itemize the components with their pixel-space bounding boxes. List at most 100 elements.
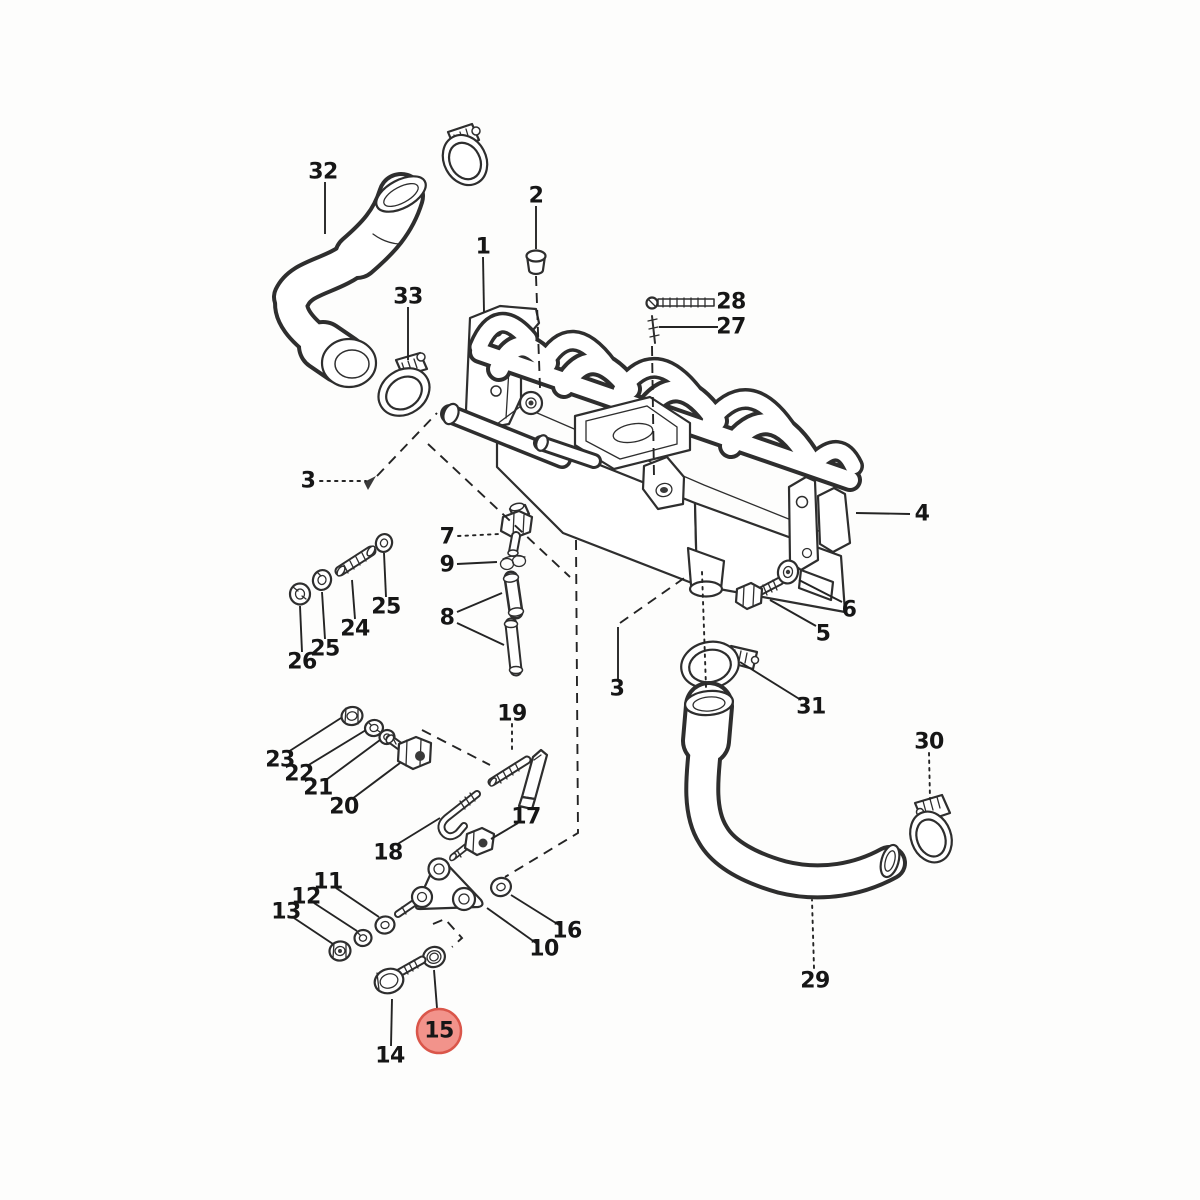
construction-line [376,412,438,477]
leader-line-20 [351,762,401,800]
highlight-circle-part-15 [415,1007,463,1055]
part-label-21: 21 [303,776,333,801]
part-4-exhaust-manifold [440,311,864,614]
part-label-14: 14 [375,1044,405,1069]
part-label-10: 10 [529,937,559,962]
construction-line [651,345,655,478]
leader-line-7 [457,533,501,537]
part-23-nut [340,705,364,727]
part-11-washer [374,915,396,935]
part-14-bolt [373,955,427,995]
part-9-wire-clamp [499,554,527,571]
leader-line-1 [482,256,485,313]
construction-line [421,729,491,766]
leader-line-22 [306,729,367,767]
leader-line-4 [855,512,911,515]
leader-line-10 [486,907,537,944]
construction-line [619,573,691,624]
part-label-33: 33 [393,285,423,310]
leader-line-25-left [321,591,326,640]
part-20-fitting [385,734,433,771]
part-7-fitting [499,502,534,557]
part-label-22: 22 [284,762,314,787]
part-31-hose-clamp [680,640,760,690]
leader-line-30 [928,752,931,800]
part-16-washer [489,876,513,898]
part-10-bracket [394,857,484,918]
part-label-20: 20 [329,795,359,820]
leader-line-21 [325,739,381,781]
leader-line-31 [739,661,802,701]
part-15-washer [422,945,446,969]
leader-line-14 [390,998,393,1047]
part-label-1: 1 [476,235,491,260]
part-19-pin-and-bracket [487,748,549,811]
part-24-stud [334,545,377,577]
part-label-27: 27 [716,315,746,340]
part-label-23: 23 [265,748,295,773]
part-26-lock-washer [288,582,312,606]
leader-line-29 [811,899,815,969]
leader-line-23 [287,717,342,753]
part-label-3-upper: 3 [301,469,316,494]
leader-lines-layer [287,182,931,1047]
part-27-dowel-pin [647,315,660,344]
part-25-washer-left [311,568,333,592]
construction-line [504,539,579,878]
leader-line-15 [433,969,438,1009]
part-label-6: 6 [842,598,857,623]
part-label-30: 30 [914,730,944,755]
part-5-bolt [734,576,785,611]
part-label-19: 19 [497,702,527,727]
part-label-17: 17 [511,805,541,830]
part-label-3-lower: 3 [610,677,625,702]
part-label-25-left: 25 [310,637,340,662]
leader-arrowhead [364,476,376,490]
part-29-exhaust-elbow-hose [681,681,907,900]
leader-line-16 [510,894,560,926]
part-label-5: 5 [816,622,831,647]
leader-line-8 [456,592,503,613]
part-label-8: 8 [440,606,455,631]
part-label-16: 16 [552,919,582,944]
hose-clamp-top [441,122,489,187]
part-label-12: 12 [291,885,321,910]
part-label-32: 32 [308,160,338,185]
leader-line-8 [456,622,505,646]
part-label-15: 15 [424,1019,454,1044]
part-label-7: 7 [440,525,455,550]
part-28-screw [645,296,715,310]
leader-line-11 [335,887,380,918]
part-label-11: 11 [313,870,343,895]
part-12-lock-washer [353,928,373,948]
part-30-hose-clamp [909,793,953,864]
part-18-j-bolt [437,790,481,841]
leader-line-13 [293,917,334,945]
part-33-hose-clamp [377,351,431,417]
part-label-2: 2 [529,184,544,209]
leader-line-5 [769,599,817,627]
leader-line-18 [395,817,441,846]
part-label-4: 4 [915,502,930,527]
construction-line [535,275,541,389]
leader-line-24 [351,579,356,620]
leader-line-25-right [383,552,387,598]
part-label-31: 31 [796,695,826,720]
leader-line-6 [798,579,843,603]
part-label-24: 24 [340,617,370,642]
part-label-28: 28 [716,290,746,315]
part-label-18: 18 [373,841,403,866]
part-17-fitting [449,826,496,862]
part-32-upper-hose [272,172,427,389]
part-label-26: 26 [287,650,317,675]
part-2-pipe-plug [525,249,547,276]
construction-line [427,443,571,578]
part-label-13: 13 [271,900,301,925]
part-6-washer [776,559,800,585]
leader-line-12 [313,902,358,932]
part-13-nut [328,940,352,962]
construction-line [432,917,464,948]
